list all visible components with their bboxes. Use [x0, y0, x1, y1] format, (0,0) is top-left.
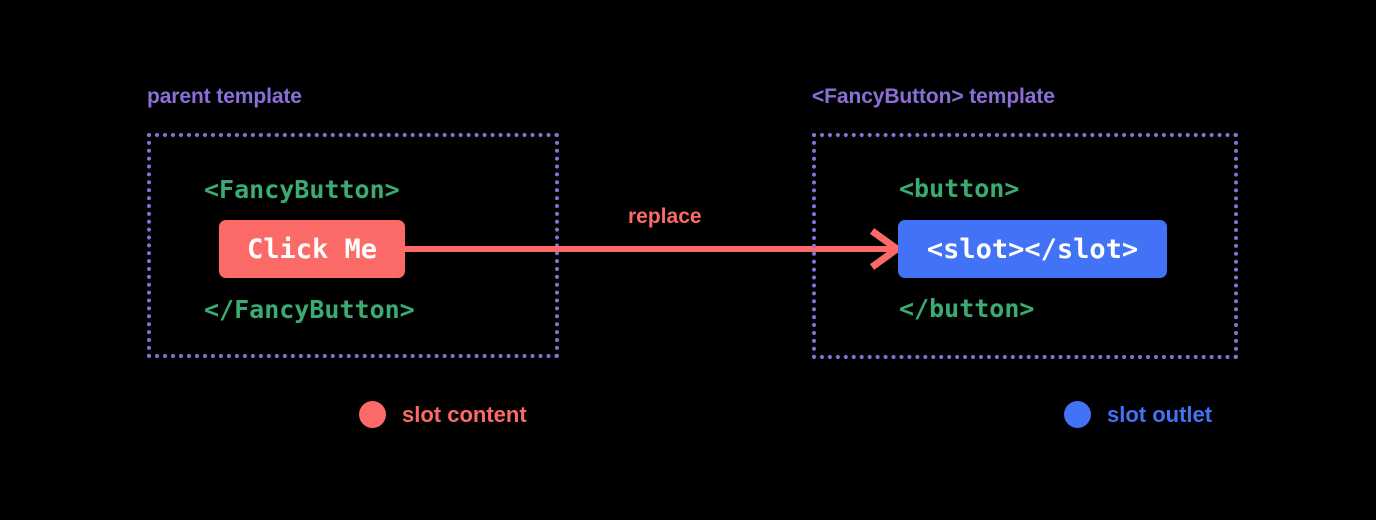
button-open-tag: <button>: [899, 174, 1020, 203]
slot-content-chip[interactable]: Click Me: [219, 220, 405, 278]
slot-content-swatch-icon: [359, 401, 386, 428]
fancybutton-template-label: <FancyButton> template: [812, 85, 1055, 108]
parent-template-label: parent template: [147, 85, 302, 108]
slot-outlet-chip[interactable]: <slot></slot>: [898, 220, 1167, 278]
parent-template-box: [147, 133, 559, 358]
legend-label-slot-content: slot content: [402, 401, 527, 427]
slot-outlet-swatch-icon: [1064, 401, 1091, 428]
fancybutton-template-box: [812, 133, 1238, 359]
legend-label-slot-outlet: slot outlet: [1107, 401, 1213, 427]
legend-item-slot-content: slot content: [359, 401, 527, 428]
replace-arrow-icon: [402, 228, 903, 270]
replace-arrow-label: replace: [628, 205, 702, 228]
fancybutton-close-tag: </FancyButton>: [204, 295, 415, 324]
fancybutton-open-tag: <FancyButton>: [204, 175, 400, 204]
button-close-tag: </button>: [899, 294, 1035, 323]
legend-item-slot-outlet: slot outlet: [1064, 401, 1212, 428]
